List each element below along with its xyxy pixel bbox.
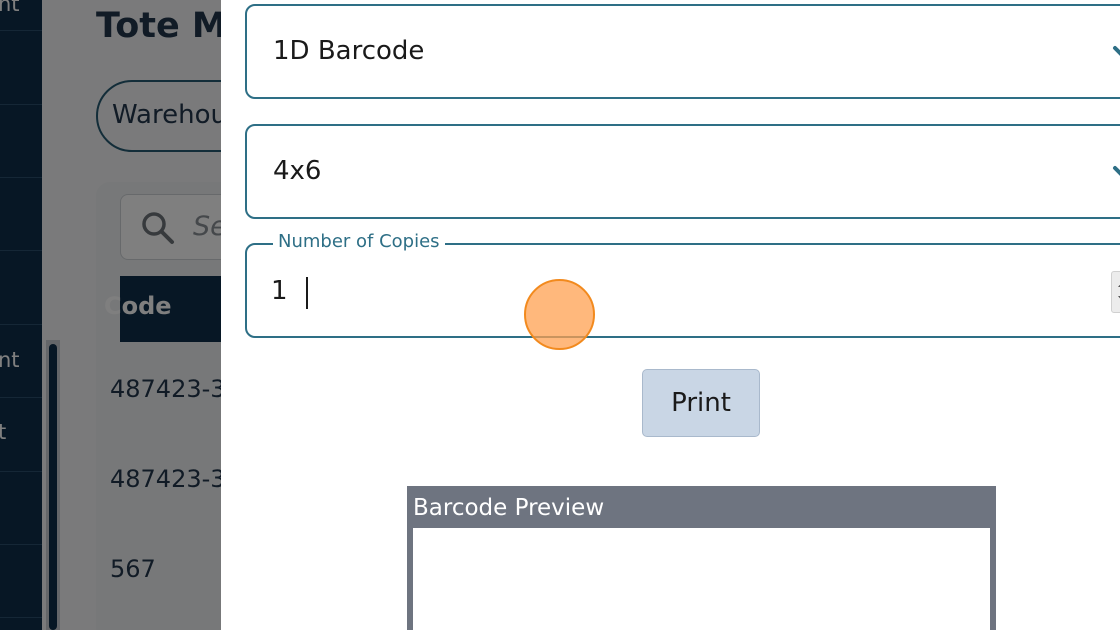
decrement-icon[interactable] — [1118, 296, 1120, 303]
copies-label: Number of Copies — [273, 231, 445, 252]
copies-stepper[interactable] — [1111, 271, 1120, 313]
barcode-preview: Barcode Preview — [407, 486, 996, 630]
barcode-type-value: 1D Barcode — [273, 36, 425, 66]
click-indicator — [524, 279, 595, 350]
chevron-down-icon — [1113, 166, 1120, 176]
print-button[interactable]: Print — [642, 369, 760, 437]
label-size-select[interactable]: 4x6 — [245, 124, 1120, 219]
preview-title: Barcode Preview — [413, 495, 605, 521]
text-caret — [306, 277, 308, 309]
barcode-type-select[interactable]: 1D Barcode — [245, 4, 1120, 99]
increment-icon[interactable] — [1118, 280, 1120, 287]
preview-canvas — [413, 528, 990, 630]
chevron-down-icon — [1113, 46, 1120, 56]
copies-field[interactable] — [245, 243, 1120, 338]
print-barcode-drawer: 1D Barcode 4x6 Number of Copies Print Ba… — [221, 0, 1120, 630]
copies-input[interactable] — [271, 271, 1071, 311]
label-size-value: 4x6 — [273, 156, 322, 186]
